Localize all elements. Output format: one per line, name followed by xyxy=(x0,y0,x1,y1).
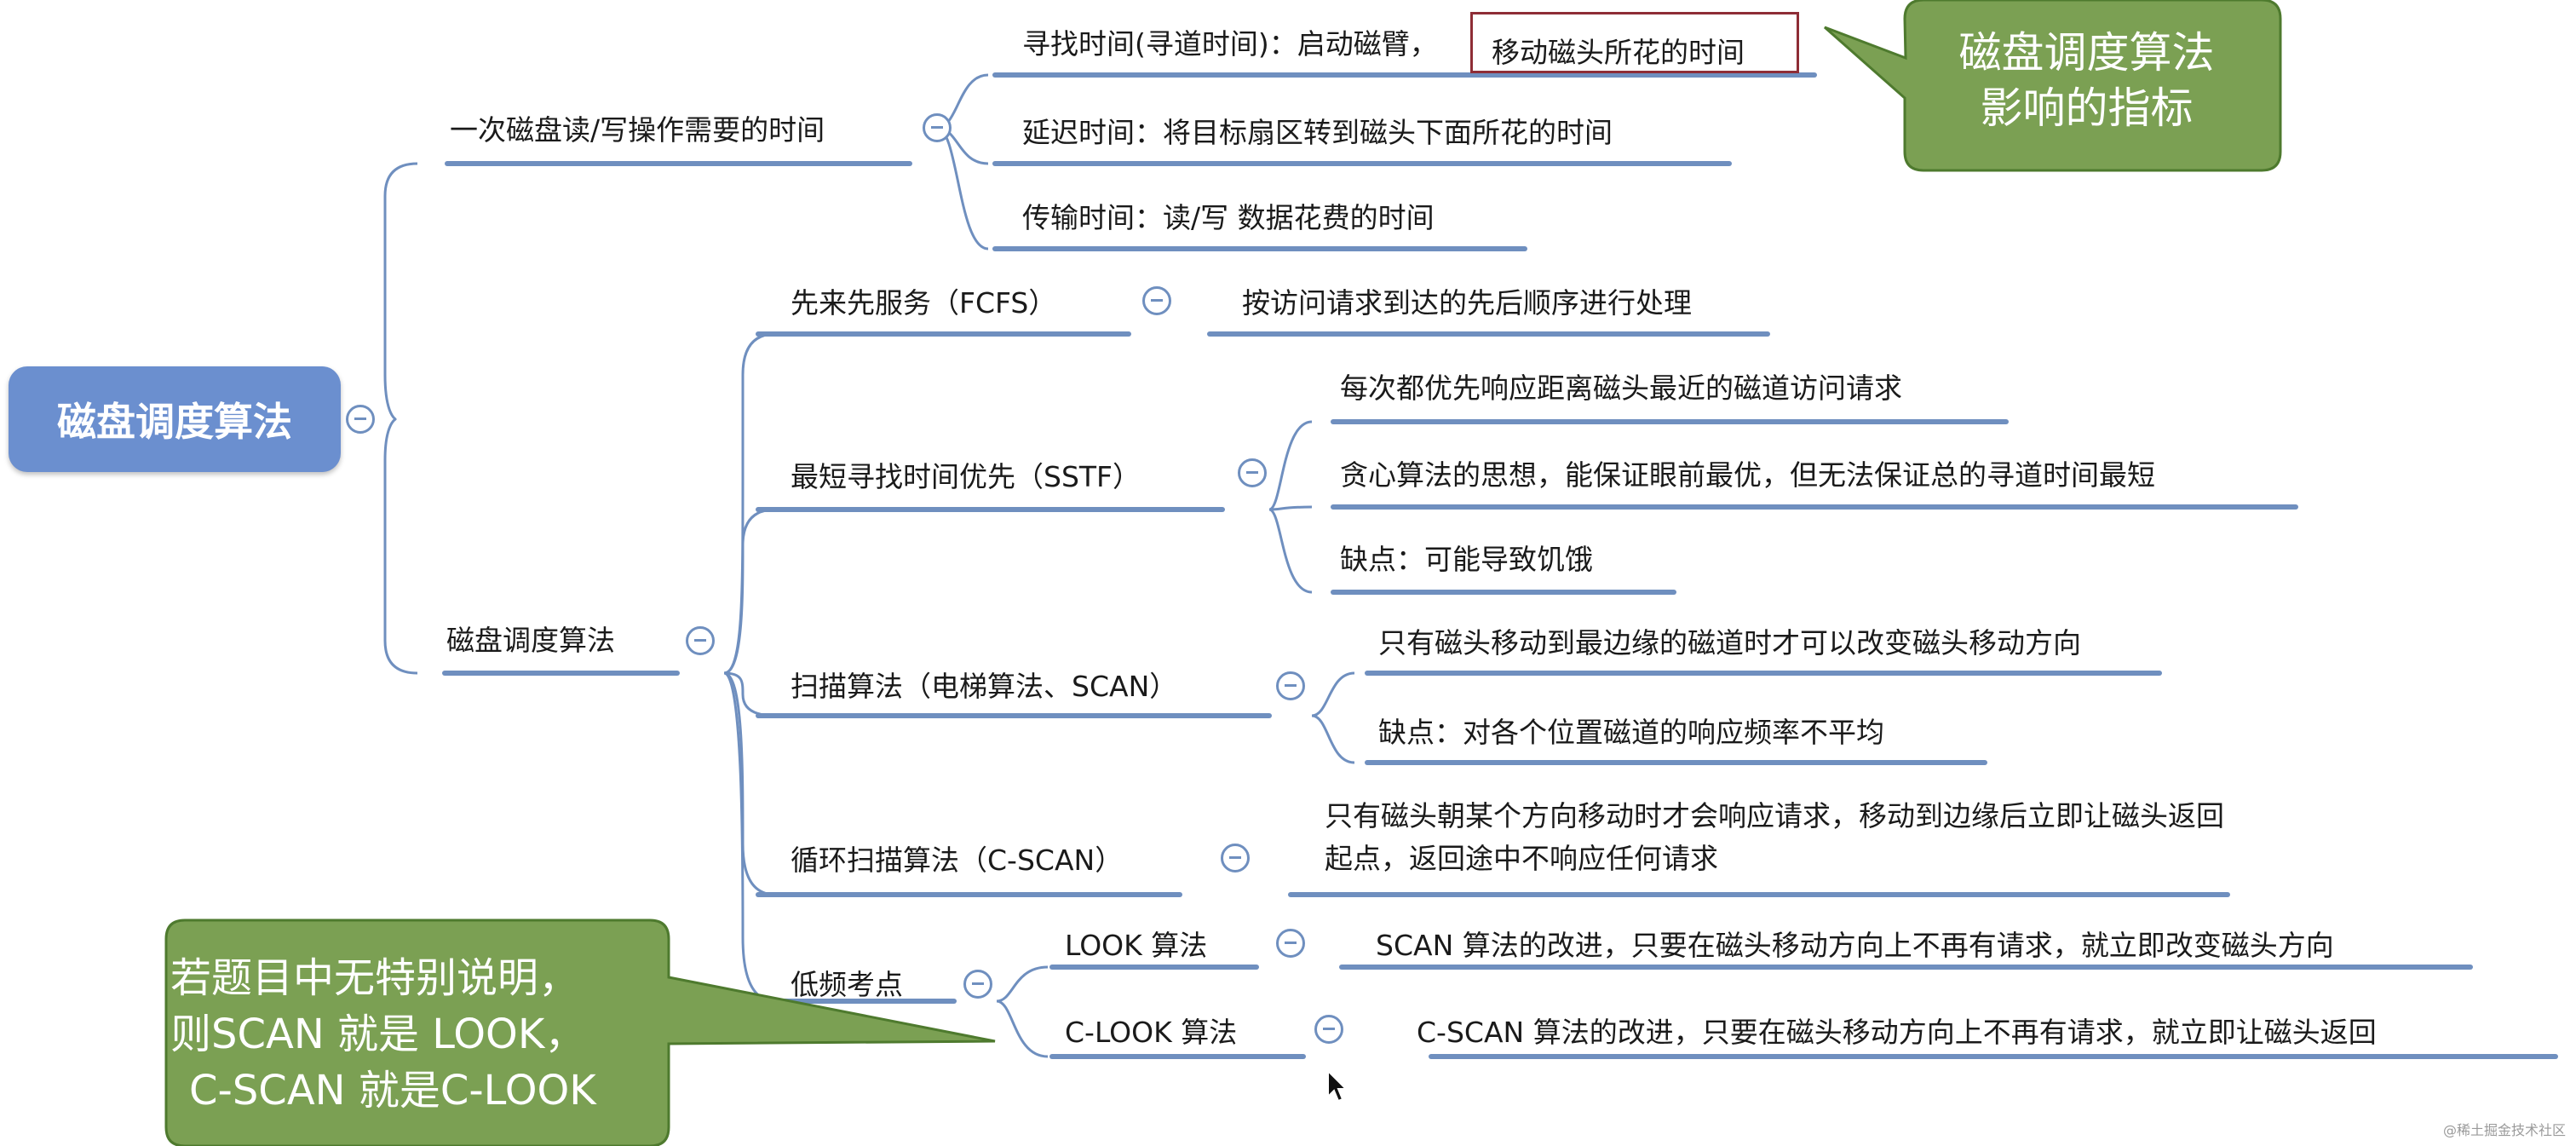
callout-line: 则SCAN 就是 LOOK， xyxy=(170,1011,586,1059)
node-seek-time[interactable]: 寻找时间(寻道时间)：启动磁臂， xyxy=(1022,27,1438,60)
callout-top-text: 磁盘调度算法 影响的指标 xyxy=(1918,26,2255,136)
collapse-icon[interactable] xyxy=(923,113,952,142)
watermark: @稀土掘金技术社区 xyxy=(2442,1122,2566,1138)
seek-highlight-text: 移动磁头所花的时间 xyxy=(1492,36,1745,69)
root-label: 磁盘调度算法 xyxy=(57,399,292,445)
highlight-box: 移动磁头所花的时间 xyxy=(1470,12,1799,73)
collapse-icon[interactable] xyxy=(1276,929,1305,958)
collapse-icon[interactable] xyxy=(686,626,715,655)
node-look[interactable]: LOOK 算法 xyxy=(1065,929,1208,962)
node-access-time[interactable]: 一次磁盘读/写操作需要的时间 xyxy=(450,113,825,147)
callout-bubble-top xyxy=(1824,0,2282,172)
node-fcfs[interactable]: 先来先服务（FCFS） xyxy=(791,286,1057,320)
callout-line: 若题目中无特别说明， xyxy=(170,954,580,1002)
collapse-icon[interactable] xyxy=(1142,286,1171,315)
node-low-freq[interactable]: 低频考点 xyxy=(791,968,903,1001)
node-clook[interactable]: C-LOOK 算法 xyxy=(1065,1016,1238,1049)
collapse-icon[interactable] xyxy=(346,405,375,434)
collapse-icon[interactable] xyxy=(1276,671,1305,700)
node-latency-time[interactable]: 延迟时间：将目标扇区转到磁头下面所花的时间 xyxy=(1022,116,1613,149)
node-sstf-point[interactable]: 缺点：可能导致饥饿 xyxy=(1340,543,1593,576)
root-node[interactable]: 磁盘调度算法 xyxy=(9,366,341,472)
node-cscan-desc[interactable]: 只有磁头朝某个方向移动时才会响应请求，移动到边缘后立即让磁头返回起点，返回途中不… xyxy=(1325,799,2224,875)
collapse-icon[interactable] xyxy=(963,970,992,999)
node-look-desc[interactable]: SCAN 算法的改进，只要在磁头移动方向上不再有请求，就立即改变磁头方向 xyxy=(1376,929,2334,962)
collapse-icon[interactable] xyxy=(1221,844,1250,872)
callout-line: 影响的指标 xyxy=(1980,84,2194,133)
node-scan-point[interactable]: 缺点：对各个位置磁道的响应频率不平均 xyxy=(1378,716,1884,749)
node-transfer-time[interactable]: 传输时间：读/写 数据花费的时间 xyxy=(1022,201,1435,234)
node-sstf[interactable]: 最短寻找时间优先（SSTF） xyxy=(791,460,1141,493)
collapse-icon[interactable] xyxy=(1238,458,1267,487)
node-sstf-point[interactable]: 贪心算法的思想，能保证眼前最优，但无法保证总的寻道时间最短 xyxy=(1340,458,2155,492)
callout-bottom-text: 若题目中无特别说明， 则SCAN 就是 LOOK， C-SCAN 就是C-LOO… xyxy=(170,950,681,1120)
node-cscan[interactable]: 循环扫描算法（C-SCAN） xyxy=(791,844,1124,877)
callout-bubble-bottom xyxy=(164,919,996,1146)
node-fcfs-desc[interactable]: 按访问请求到达的先后顺序进行处理 xyxy=(1242,286,1692,320)
node-scan[interactable]: 扫描算法（电梯算法、SCAN） xyxy=(791,670,1178,703)
node-clook-desc[interactable]: C-SCAN 算法的改进，只要在磁头移动方向上不再有请求，就立即让磁头返回 xyxy=(1417,1016,2377,1049)
mouse-pointer-icon xyxy=(1327,1069,1348,1103)
callout-line: C-SCAN 就是C-LOOK xyxy=(189,1067,596,1115)
collapse-icon[interactable] xyxy=(1314,1015,1343,1044)
node-sstf-point[interactable]: 每次都优先响应距离磁头最近的磁道访问请求 xyxy=(1340,371,1902,405)
node-scan-point[interactable]: 只有磁头移动到最边缘的磁道时才可以改变磁头移动方向 xyxy=(1378,626,2081,659)
callout-line: 磁盘调度算法 xyxy=(1958,28,2215,78)
node-algorithms[interactable]: 磁盘调度算法 xyxy=(446,624,615,657)
